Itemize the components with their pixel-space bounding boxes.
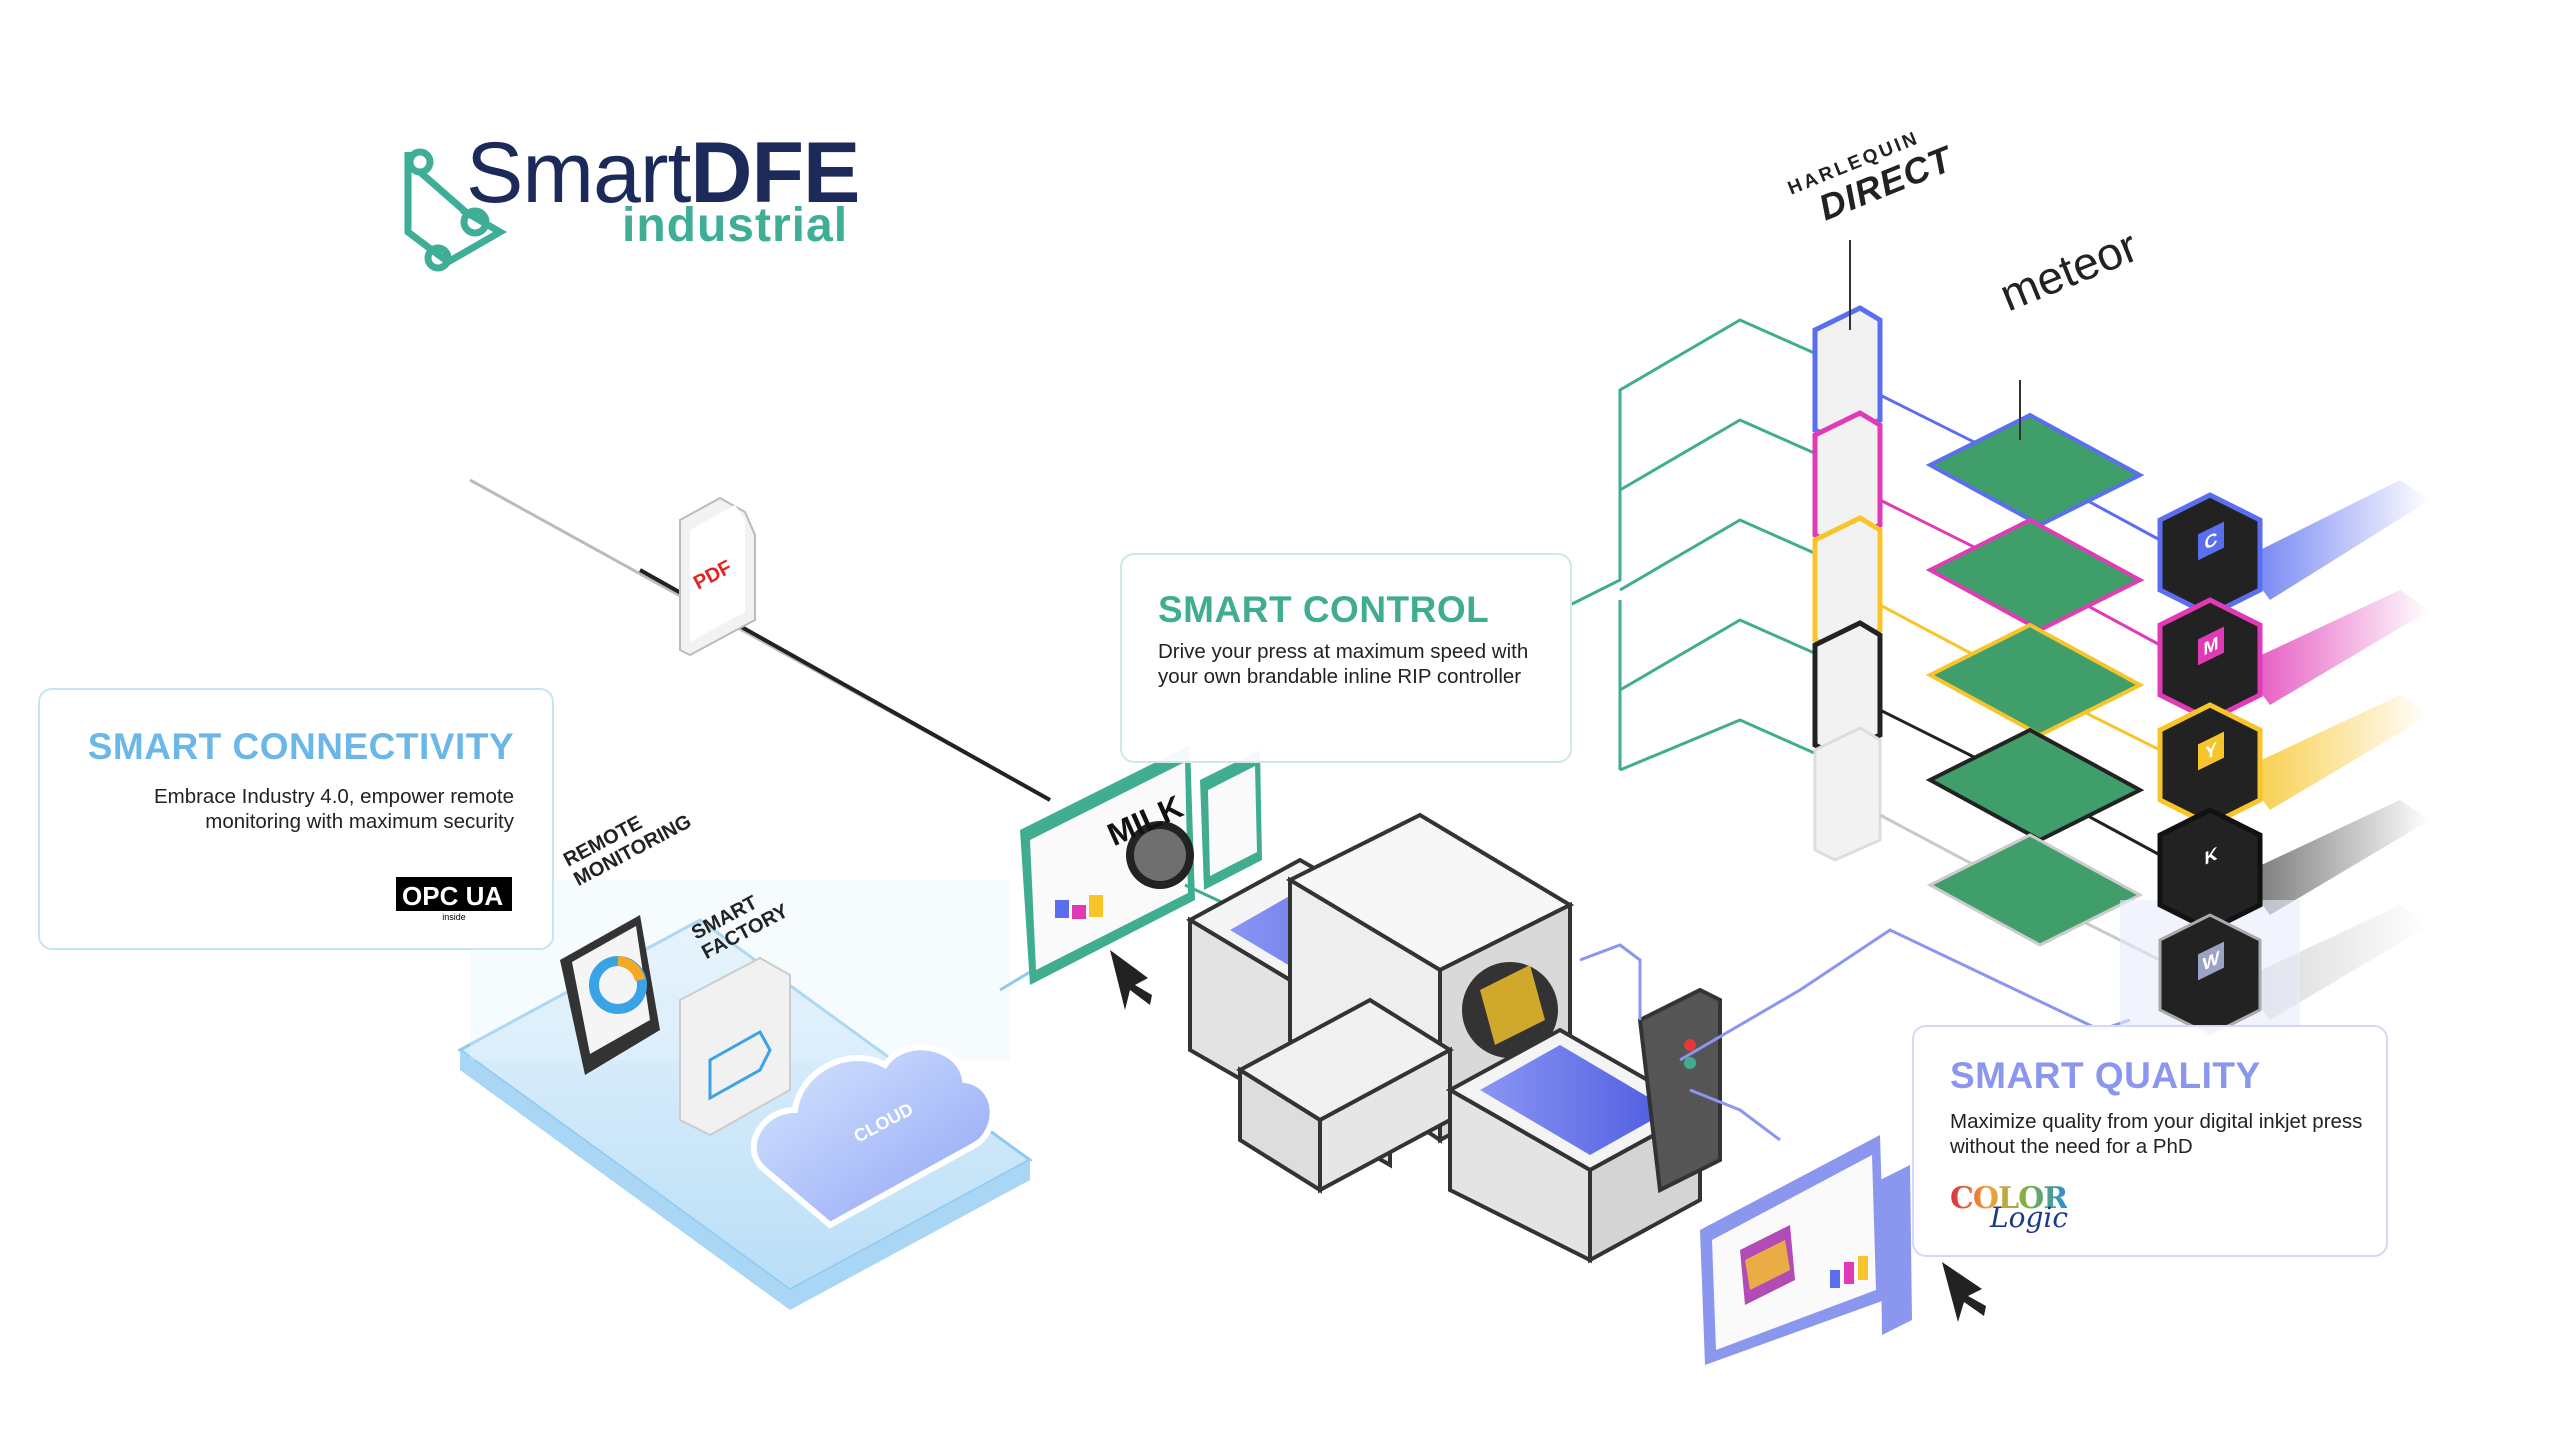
quality-title: SMART QUALITY [1950, 1055, 2261, 1096]
connectivity-description: Embrace Industry 4.0, empower remote mon… [153, 785, 514, 833]
factory-tile-icon [679, 956, 791, 1137]
smart-connectivity-card: SMART CONNECTIVITY Embrace Industry 4.0,… [38, 688, 554, 950]
opc-ua-inside-text: inside [396, 911, 512, 923]
control-monitor-icon [1020, 745, 1262, 1010]
rip-tower-stack [1812, 240, 1883, 862]
cloud-icon [750, 1044, 996, 1229]
colorlogic-logic: Logic [1990, 1201, 2069, 1234]
circuit-board-stack [1925, 380, 2145, 947]
smartdfe-logo: SmartDFE industrial [400, 130, 860, 280]
colorlogic-logo: COLOR Logic [1950, 1181, 2080, 1234]
logo-wordmark: SmartDFE [466, 130, 860, 216]
control-title: SMART CONTROL [1158, 589, 1490, 630]
tablet-icon [560, 915, 660, 1075]
smart-quality-card: SMART QUALITY Maximize quality from your… [1912, 1025, 2388, 1257]
control-description: Drive your press at maximum speed with y… [1158, 640, 1529, 688]
print-head-stack [2157, 492, 2263, 1037]
pdf-file-icon [679, 496, 756, 657]
quality-monitor-icon [1700, 1135, 1986, 1365]
control-connections [1569, 318, 1831, 772]
smartdfe-logo-icon [404, 148, 507, 272]
logo-dfe: DFE [690, 125, 860, 221]
connectivity-title: SMART CONNECTIVITY [87, 726, 514, 767]
opc-ua-badge: OPC UA inside [396, 877, 512, 923]
logo-industrial: industrial [622, 199, 849, 252]
printing-press-icon [1185, 812, 1722, 1264]
opc-ua-text: OPC UA [402, 881, 504, 911]
smart-control-card: SMART CONTROL Drive your press at maximu… [1120, 553, 1572, 763]
colorlogic-color: COLOR [1950, 1181, 2068, 1216]
quality-description: Maximize quality from your digital inkje… [1950, 1110, 2363, 1158]
logo-smart: Smart [466, 125, 691, 221]
